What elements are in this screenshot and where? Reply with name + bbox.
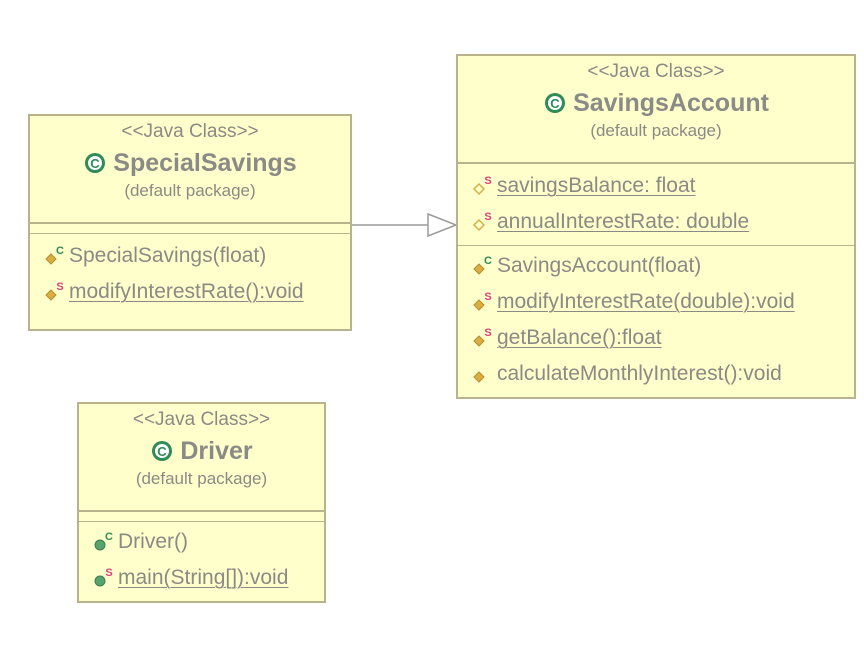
static-method-icon: S [44,280,68,304]
java-class-icon: C [152,441,173,461]
static-method-icon: S [472,290,496,314]
svg-text:C: C [105,531,113,543]
svg-text:C: C [484,255,492,267]
package-label: (default package) [124,181,256,200]
java-class-icon: C [85,153,106,173]
diamond-icon: S [473,291,492,311]
class-name: SpecialSavings [113,149,297,177]
field-signature: annualInterestRate: double [497,210,750,233]
constructor-item[interactable]: C SpecialSavings(float) [30,238,350,274]
class-header: <<Java Class>> C Driver (default package… [79,404,324,511]
svg-text:S: S [56,281,63,293]
method-signature: getBalance():float [497,326,662,349]
class-header: <<Java Class>> C SpecialSavings (default… [30,116,350,223]
field-item[interactable]: S savingsBalance: float [458,168,854,204]
diamond-icon: C [45,245,64,265]
package-label: (default package) [590,121,722,140]
method-item[interactable]: S modifyInterestRate(double):void [458,284,854,320]
field-item[interactable]: S annualInterestRate: double [458,204,854,240]
diamond-icon [473,371,485,383]
package-label: (default package) [135,469,268,488]
class-title-row: C Driver [79,437,324,465]
fields-section [30,223,350,233]
method-signature: main(String[]):void [118,566,289,589]
green-circle-icon: S [94,567,113,587]
static-field-icon: S [472,210,496,234]
diamond-icon: S [45,281,64,301]
method-signature: calculateMonthlyInterest():void [497,362,782,385]
method-signature: modifyInterestRate():void [69,280,304,303]
constructor-icon: C [472,254,496,278]
diamond-icon: S [473,327,492,347]
svg-text:C: C [56,245,64,257]
constructor-icon: C [44,244,68,268]
svg-text:C: C [158,444,168,459]
svg-text:C: C [91,156,101,171]
constructor-signature: SavingsAccount(float) [497,254,702,277]
svg-text:S: S [484,175,491,187]
class-title-row: C SpecialSavings [30,149,350,177]
class-special-savings[interactable]: <<Java Class>> C SpecialSavings (default… [28,114,352,331]
stereotype-label: <<Java Class>> [132,409,271,430]
fields-section [79,511,324,521]
class-header: <<Java Class>> C SavingsAccount (default… [458,56,854,163]
constructor-item[interactable]: C Driver() [79,524,324,560]
hollow-diamond-icon: S [472,175,492,196]
method-item[interactable]: S getBalance():float [458,320,854,356]
svg-text:S: S [484,211,491,223]
hollow-diamond-icon: S [472,211,492,232]
method-item[interactable]: S modifyInterestRate():void [30,274,350,310]
static-method-icon: S [472,326,496,350]
diamond-icon: C [473,255,492,275]
methods-section: C Driver() S main(String[]):void [79,521,324,596]
static-field-icon: S [472,174,496,198]
constructor-item[interactable]: C SavingsAccount(float) [458,248,854,284]
class-driver[interactable]: <<Java Class>> C Driver (default package… [77,402,326,603]
constructor-signature: SpecialSavings(float) [69,244,267,267]
stereotype-label: <<Java Class>> [121,121,259,142]
svg-text:S: S [105,567,112,579]
public-constructor-icon: C [93,530,117,554]
constructor-signature: Driver() [118,530,188,553]
methods-section: C SavingsAccount(float) S modifyInterest… [458,245,854,392]
class-savings-account[interactable]: <<Java Class>> C SavingsAccount (default… [456,54,856,399]
field-signature: savingsBalance: float [497,174,696,197]
java-class-icon: C [545,93,566,113]
method-item[interactable]: S main(String[]):void [79,560,324,596]
method-item[interactable]: calculateMonthlyInterest():void [458,356,854,392]
svg-text:S: S [484,327,491,339]
stereotype-label: <<Java Class>> [587,61,725,82]
green-circle-icon: C [94,531,113,551]
svg-text:S: S [484,291,491,303]
method-icon [472,362,496,386]
public-static-method-icon: S [93,566,117,590]
class-name: Driver [180,437,253,465]
method-signature: modifyInterestRate(double):void [497,290,795,313]
methods-section: C SpecialSavings(float) S modifyInterest… [30,233,350,310]
class-title-row: C SavingsAccount [458,89,854,117]
class-name: SavingsAccount [573,89,769,117]
svg-text:C: C [550,96,560,111]
fields-section: S savingsBalance: float S annualInterest… [458,163,854,245]
